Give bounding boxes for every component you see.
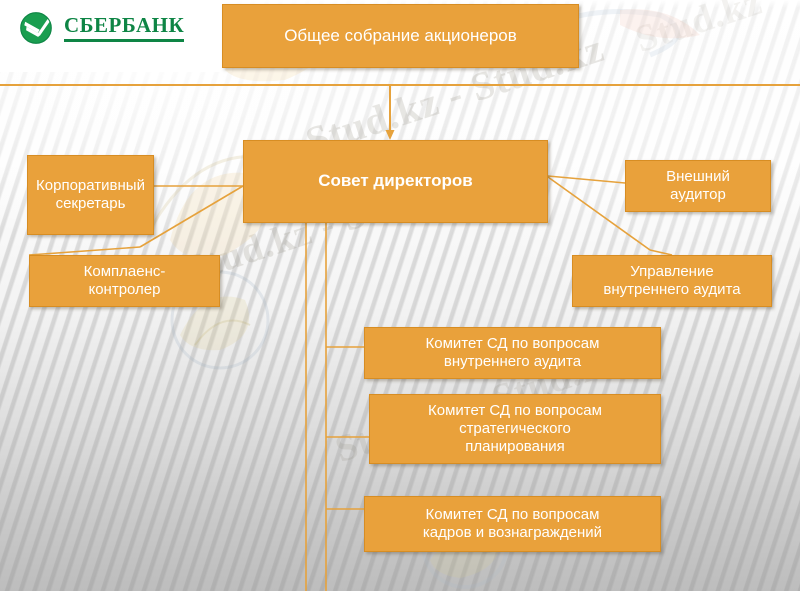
sberbank-logo-icon [20, 12, 52, 44]
edge-compliance-stub [28, 246, 141, 256]
node-internal-audit-department[interactable]: Управление внутреннего аудита [572, 255, 772, 307]
node-corporate-secretary[interactable]: Корпоративный секретарь [27, 155, 154, 235]
node-external-auditor[interactable]: Внешний аудитор [625, 160, 771, 212]
sberbank-wordmark: СБЕРБАНК [64, 14, 185, 43]
edge-board-to-compliance [139, 185, 244, 248]
node-compliance-controller[interactable]: Комплаенс- контролер [29, 255, 220, 307]
node-board-of-directors[interactable]: Совет директоров [243, 140, 548, 223]
arrowhead-icon [385, 130, 395, 140]
node-committee-internal-audit[interactable]: Комитет СД по вопросам внутреннего аудит… [364, 327, 661, 379]
node-committee-hr-and-remuneration[interactable]: Комитет СД по вопросам кадров и вознагра… [364, 496, 661, 552]
edge-board-to-internal-audit [547, 176, 651, 251]
header-divider-rule [0, 84, 800, 86]
sberbank-logo: СБЕРБАНК [18, 10, 185, 46]
floral-watermark-icon [170, 270, 270, 370]
edge-board-to-ext-auditor [547, 175, 626, 184]
node-general-meeting-of-shareholders[interactable]: Общее собрание акционеров [222, 4, 579, 68]
edge-internal-audit-stub [649, 249, 673, 256]
node-committee-strategic-planning[interactable]: Комитет СД по вопросам стратегического п… [369, 394, 661, 464]
